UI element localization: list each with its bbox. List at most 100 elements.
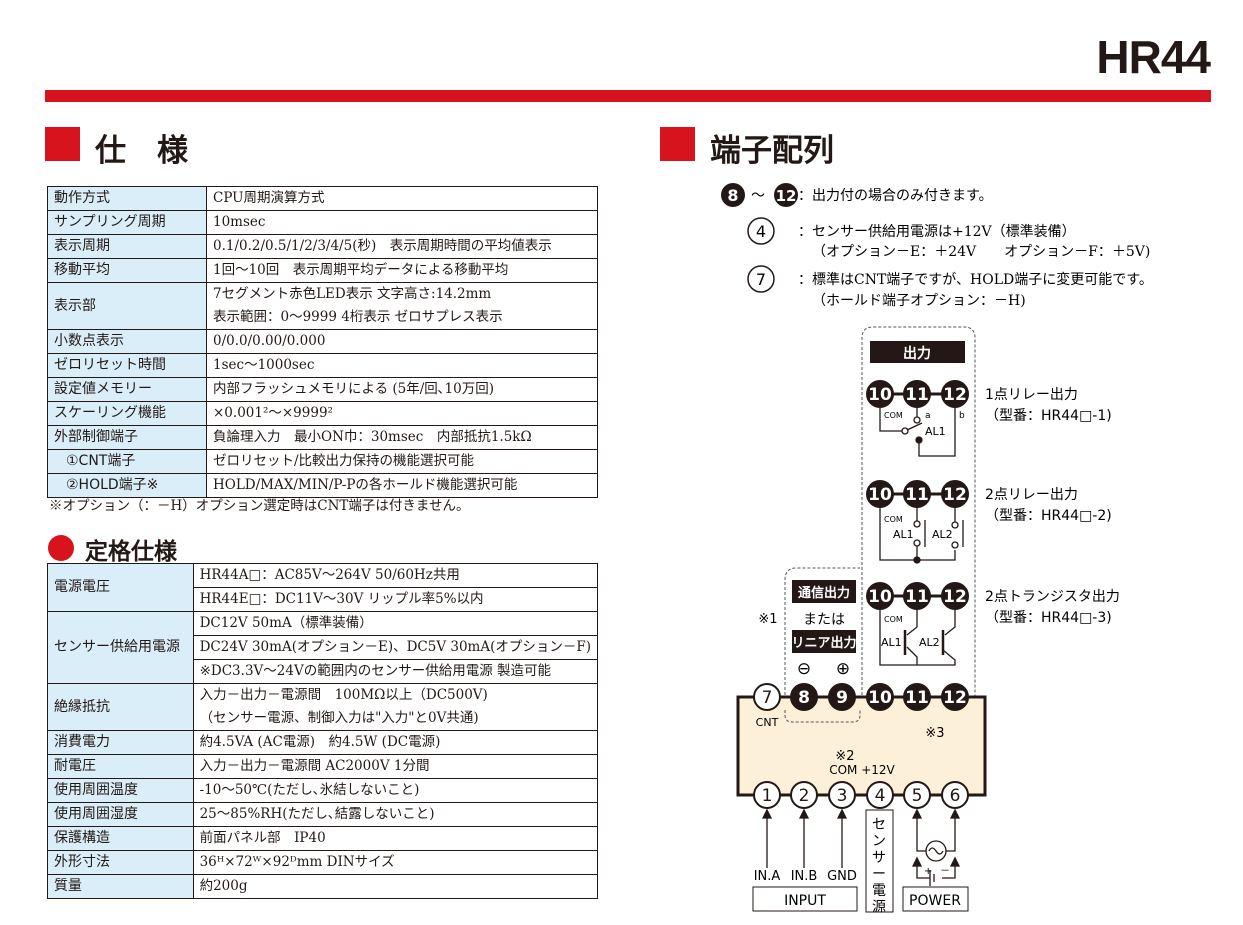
power-label: POWER bbox=[909, 893, 961, 909]
row-value: 負論理入力 最小ON巾：30msec 内部抵抗1.5kΩ bbox=[206, 425, 598, 450]
value-line: ※DC3.3V～24Vの範囲内のセンサー供給用電源 製造可能 bbox=[199, 663, 551, 679]
value-line: 1sec～1000sec bbox=[213, 357, 315, 373]
row-value: ※DC3.3V～24Vの範囲内のセンサー供給用電源 製造可能 bbox=[192, 659, 599, 684]
terminal-number: 9 bbox=[836, 688, 848, 708]
value-line: 0/0.0/0.00/0.000 bbox=[213, 333, 326, 349]
spec-note: ※オプション（：－H）オプション選定時はCNT端子は付きません。 bbox=[49, 498, 470, 514]
value-line: 入力－出力－電源間 100MΩ以上（DC500V) bbox=[199, 687, 488, 703]
terminal-number: 10 bbox=[868, 688, 892, 708]
output-type-model: （型番：HR44□-3) bbox=[985, 610, 1112, 626]
value-line: （センサー電源、制御入力は"入力"と0V共通) bbox=[199, 710, 479, 726]
top-terminal bbox=[903, 683, 931, 711]
com-label: COM bbox=[884, 515, 903, 524]
value-line: 約4.5VA (AC電源) 約4.5W (DC電源) bbox=[199, 734, 441, 750]
row-value: 10msec bbox=[206, 210, 598, 235]
terminal-number: 11 bbox=[905, 385, 929, 405]
note-sensor: 4 ：センサー供給用電源は+12V（標準装備） （オプション－E：＋24V オプ… bbox=[747, 217, 1150, 260]
row-label: 使用周囲湿度 bbox=[47, 802, 194, 827]
note-output: 8 ～ 12 ：出力付の場合のみ付きます。 bbox=[721, 183, 993, 207]
table-row: 外部制御端子負論理入力 最小ON巾：30msec 内部抵抗1.5kΩ bbox=[47, 425, 598, 450]
value-line: 約200g bbox=[199, 878, 248, 894]
terminal-number: 11 bbox=[905, 587, 929, 607]
com-12v-label: COM +12V bbox=[829, 763, 895, 777]
row-label: 質量 bbox=[47, 874, 194, 899]
terminal-number: 11 bbox=[905, 688, 929, 708]
bottom-terminal bbox=[903, 781, 931, 809]
row-value: DC24V 30mA(オプション－E)、DC5V 30mA(オプション－F) bbox=[192, 635, 599, 660]
bottom-terminal bbox=[828, 781, 856, 809]
output-label: 出力 bbox=[903, 345, 931, 362]
comm-label: 通信出力 bbox=[798, 585, 850, 601]
in-b-label: IN.B bbox=[791, 869, 818, 884]
table-row: ①CNT端子ゼロリセット/比較出力保持の機能選択可能 bbox=[47, 449, 598, 474]
output-type-name: 2点リレー出力 bbox=[985, 487, 1078, 503]
battery-plus: + bbox=[924, 866, 932, 877]
value-line: 25～85%RH(ただし､結露しないこと) bbox=[199, 806, 435, 822]
table-row: HR44E□：DC11V～30V リップル率5%以内 bbox=[48, 587, 599, 612]
transistor-wiring bbox=[879, 609, 956, 666]
value-line: ゼロリセット/比較出力保持の機能選択可能 bbox=[213, 453, 475, 469]
row-label: ①CNT端子 bbox=[47, 449, 207, 474]
top-terminal bbox=[790, 683, 818, 711]
battery-minus: － bbox=[940, 866, 950, 877]
value-line: 前面パネル部 IP40 bbox=[199, 830, 326, 846]
row-value: 36ᴴ×72ᵂ×92ᴰmm DINサイズ bbox=[192, 850, 599, 875]
value-line: 7セグメント赤色LED表示 文字高さ:14.2mm bbox=[213, 286, 492, 302]
or-label: または bbox=[803, 612, 845, 628]
sensor-power-char: 電 bbox=[872, 883, 886, 899]
row-label: 設定値メモリー bbox=[47, 377, 207, 402]
com-label: COM bbox=[884, 615, 903, 624]
sensor-power-char: サ bbox=[872, 850, 886, 866]
value-line: HOLD/MAX/MIN/P-Pの各ホールド機能選択可能 bbox=[213, 477, 518, 493]
row-value: 内部フラッシュメモリによる (5年/回､10万回) bbox=[206, 377, 598, 402]
row-value: 前面パネル部 IP40 bbox=[192, 826, 599, 851]
sensor-power-char: セ bbox=[872, 817, 886, 833]
row-value: 入力－出力－電源間 100MΩ以上（DC500V) （センサー電源、制御入力は"入… bbox=[192, 683, 599, 731]
row-value: HOLD/MAX/MIN/P-Pの各ホールド機能選択可能 bbox=[206, 473, 598, 498]
table-row: 消費電力約4.5VA (AC電源) 約4.5W (DC電源) bbox=[47, 730, 599, 755]
row-value: 入力－出力－電源間 AC2000V 1分間 bbox=[192, 754, 599, 779]
value-line: 10msec bbox=[213, 214, 266, 230]
output-dashed-box bbox=[861, 326, 976, 721]
terminal-number: 10 bbox=[868, 587, 892, 607]
terminal-number: 8 bbox=[798, 688, 810, 708]
row-value: HR44A□：AC85V～264V 50/60Hz共用 bbox=[192, 563, 599, 588]
value-line: ×0.001²～×9999² bbox=[213, 405, 333, 421]
section-marker-icon bbox=[45, 127, 80, 161]
relay2-wiring bbox=[879, 507, 964, 564]
note-mark: ※1 bbox=[758, 612, 777, 627]
table-row: 使用周囲湿度 25～85%RH(ただし､結露しないこと) bbox=[47, 802, 599, 827]
terminal-number: 12 bbox=[943, 385, 967, 405]
row-label: 移動平均 bbox=[47, 258, 207, 283]
terminal-number: 11 bbox=[905, 485, 929, 505]
row-value: 約4.5VA (AC電源) 約4.5W (DC電源) bbox=[192, 730, 599, 755]
note-text: ：センサー供給用電源は+12V（標準装備） bbox=[798, 224, 1076, 240]
terminal-number: 7 bbox=[762, 688, 773, 708]
bottom-terminal bbox=[790, 781, 818, 809]
value-line: 入力－出力－電源間 AC2000V 1分間 bbox=[199, 758, 430, 774]
al1-label: AL1 bbox=[893, 528, 914, 541]
in-a-label: IN.A bbox=[754, 869, 781, 884]
sensor-power-char: ン bbox=[872, 834, 886, 850]
row-label: 絶縁抵抗 bbox=[47, 683, 194, 731]
row-value: 1回～10回 表示周期平均データによる移動平均 bbox=[206, 258, 598, 283]
terminal-number: 12 bbox=[943, 587, 967, 607]
row-value: 約200g bbox=[192, 874, 599, 899]
al2-label: AL2 bbox=[919, 636, 940, 649]
row-label: 表示周期 bbox=[47, 234, 207, 259]
terminal-badge: 7 bbox=[756, 270, 766, 289]
table-row: 耐電圧入力－出力－電源間 AC2000V 1分間 bbox=[47, 754, 599, 779]
sensor-power-char: ー bbox=[872, 867, 886, 883]
top-terminal bbox=[866, 683, 894, 711]
note-text: （オプション－E：＋24V オプション－F：＋5V) bbox=[812, 244, 1150, 260]
terminal-number: 1 bbox=[762, 786, 773, 806]
value-line: HR44E□：DC11V～30V リップル率5%以内 bbox=[199, 591, 484, 607]
row-label: 耐電圧 bbox=[47, 754, 194, 779]
